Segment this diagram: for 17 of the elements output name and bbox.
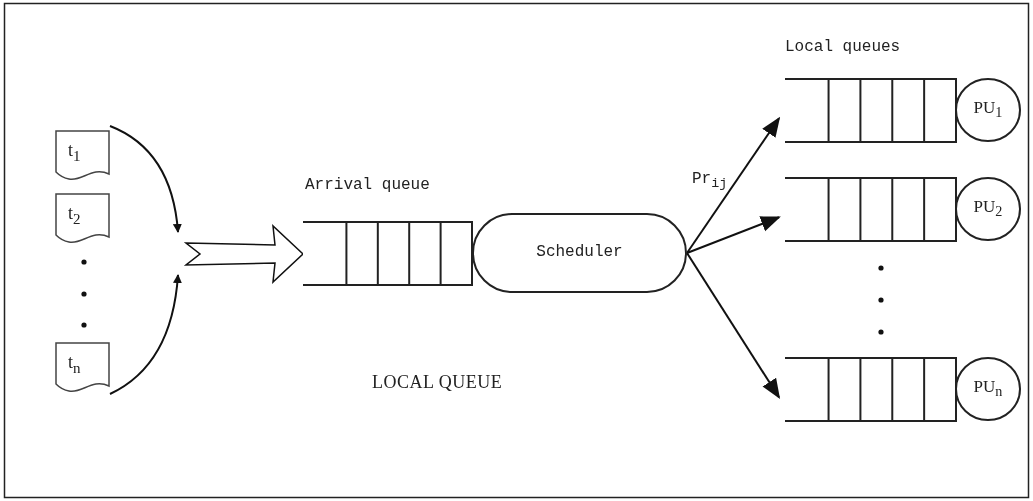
- caption: LOCAL QUEUE: [372, 372, 503, 393]
- processor-label: PU$_{2}$: [972, 197, 1004, 221]
- group-heading: Local queues: [785, 38, 901, 56]
- curved-arrow: [109, 274, 182, 395]
- block-arrow: [183, 224, 305, 284]
- arrow: [686, 252, 781, 399]
- task-label: t$_{n}$: [68, 352, 81, 377]
- task-label: t$_{1}$: [68, 140, 81, 165]
- arrow: [686, 116, 781, 254]
- task-label: t$_{2}$: [68, 203, 81, 228]
- processor-label: PU$_{1}$: [972, 98, 1004, 122]
- queue-heading: Arrival queue: [305, 176, 430, 194]
- curved-arrow: [109, 125, 182, 233]
- processor-label: PU$_{n}$: [972, 377, 1004, 401]
- scheduler-label: Scheduler: [535, 243, 624, 261]
- arrow: [686, 216, 781, 254]
- probability-label: Pr$_{ij}$: [692, 170, 728, 192]
